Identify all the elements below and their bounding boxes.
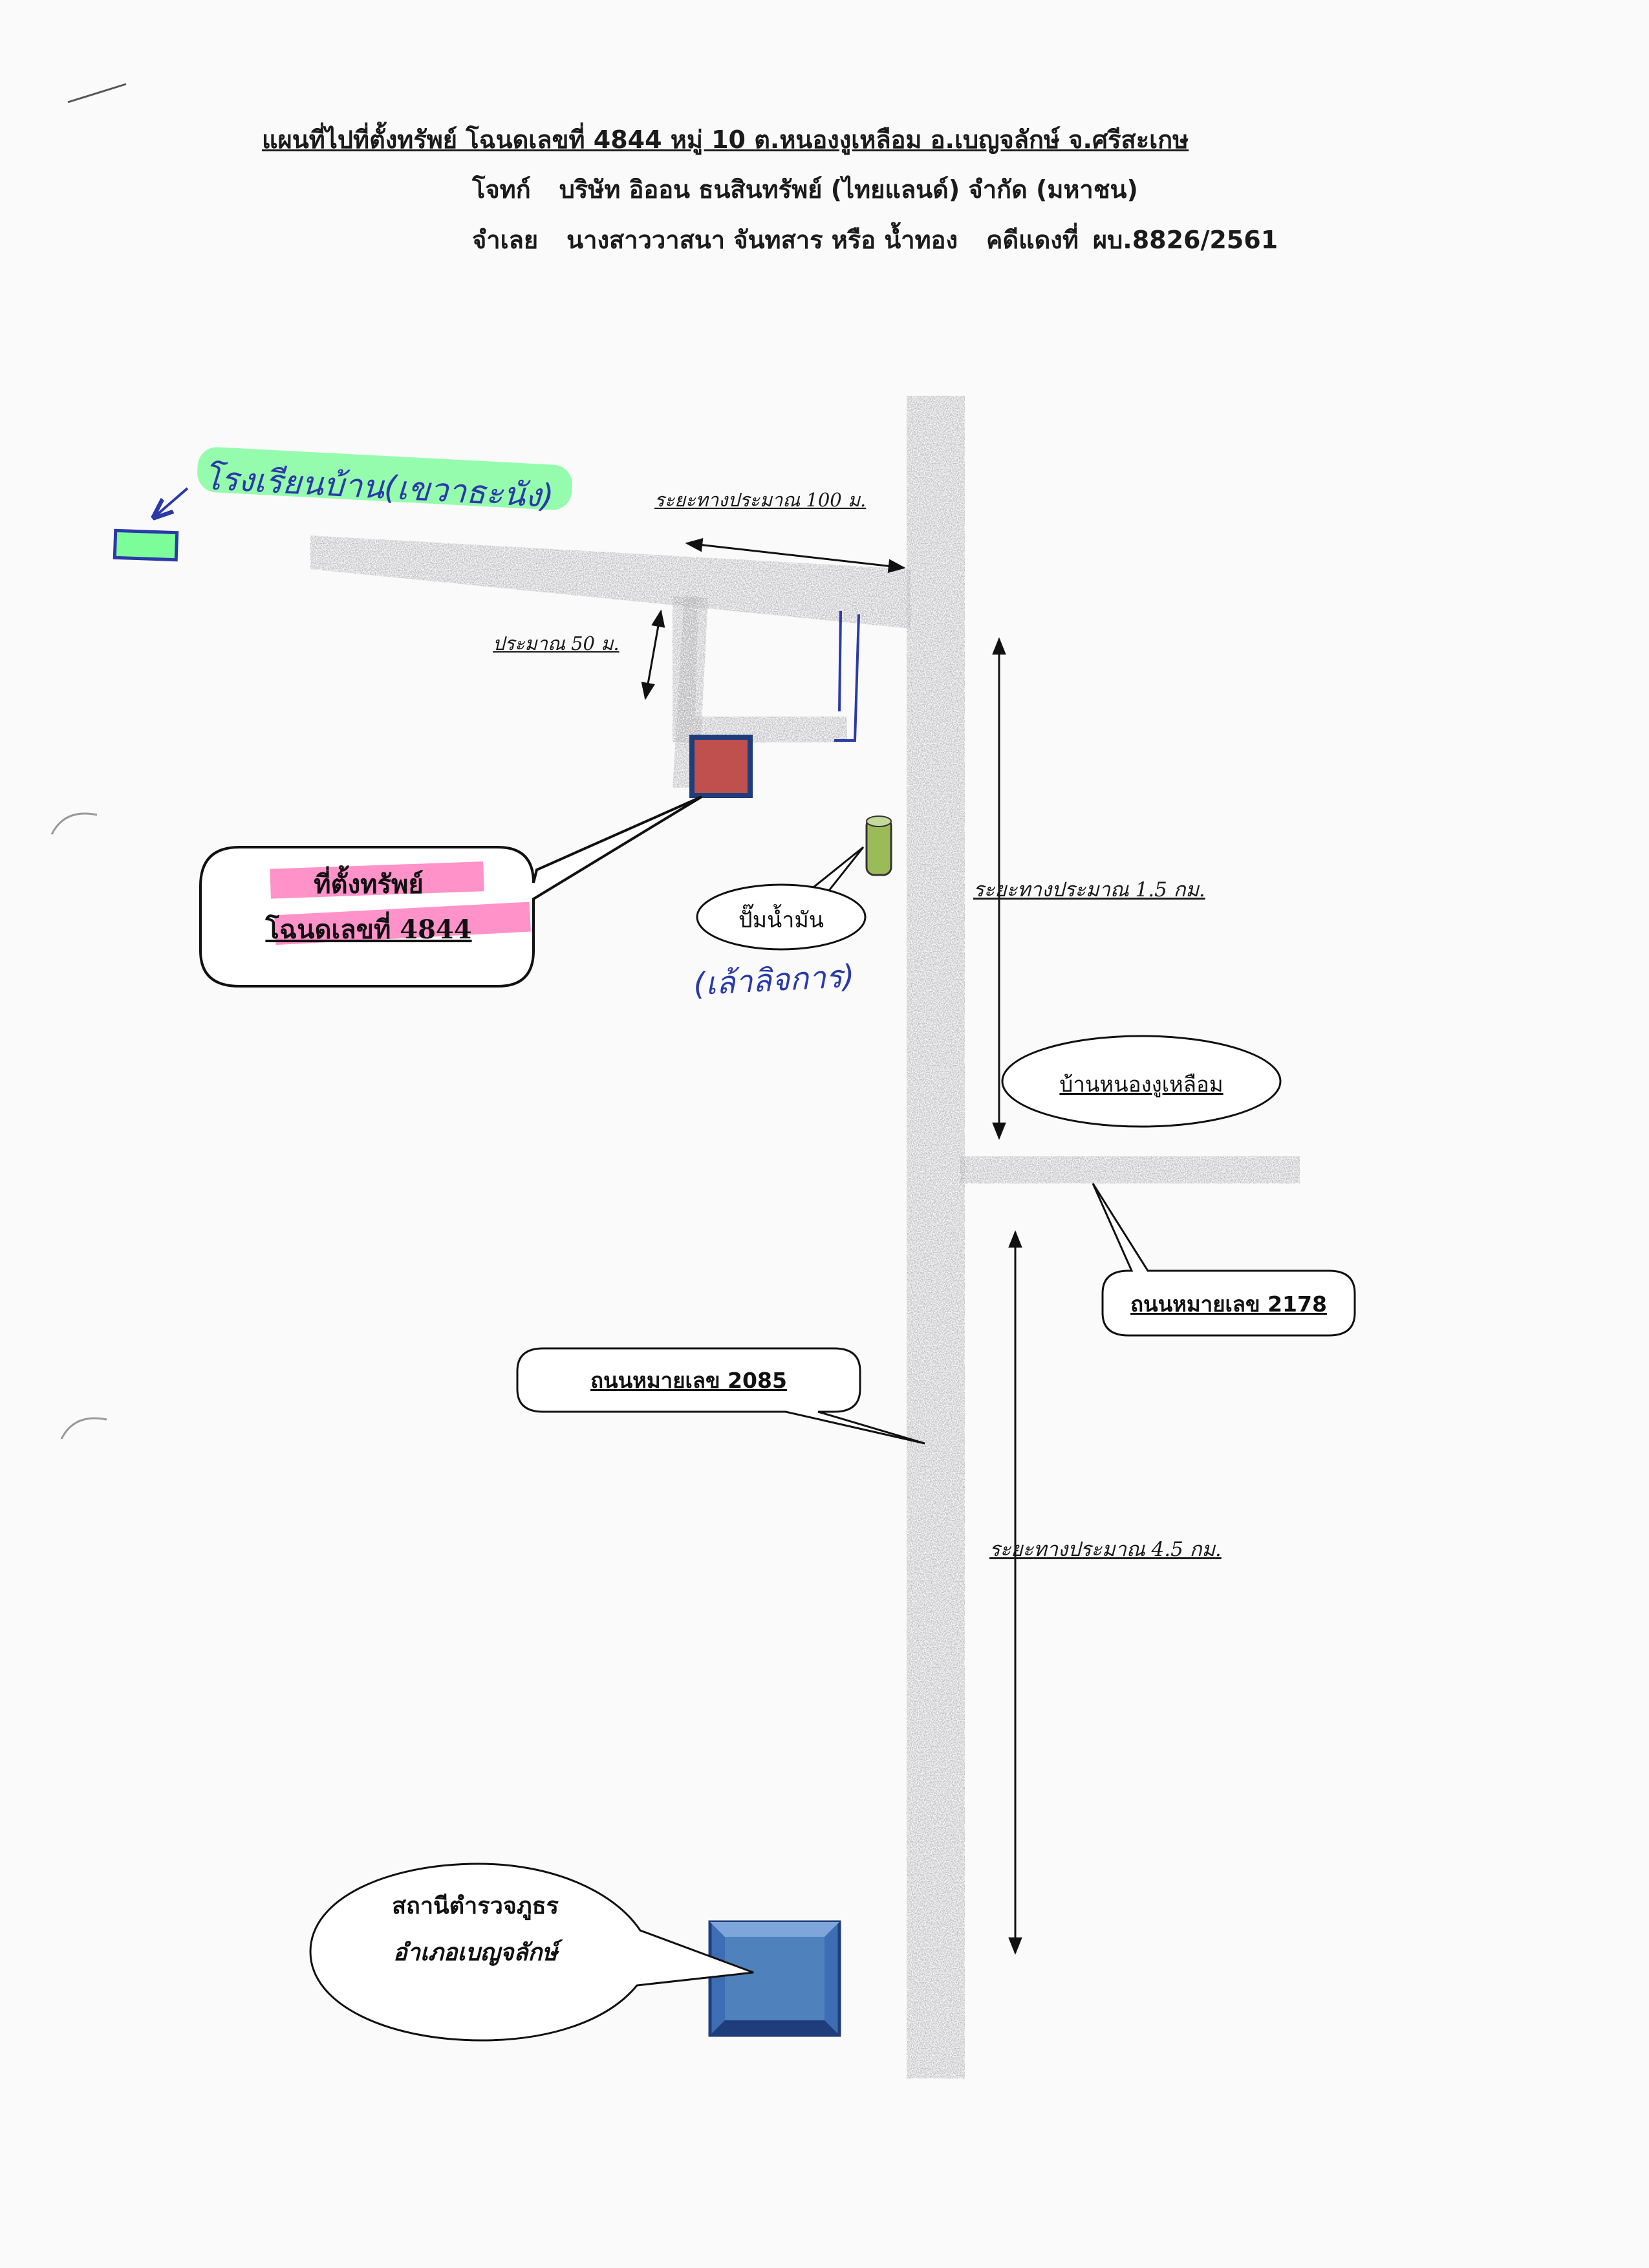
police-label-line2: อำเภอเบญจลักษ์ <box>393 1939 557 1966</box>
highlight-pink <box>270 861 484 899</box>
gas-station-callout <box>696 883 867 951</box>
village-callout <box>1001 1035 1282 1128</box>
police-callout <box>309 1863 754 2042</box>
police-station-bevel <box>710 2020 839 2035</box>
plaintiff-line: โจทก์ บริษัท อิออน ธนสินทรัพย์ (ไทยแลนด์)… <box>472 169 1138 209</box>
property-marker <box>689 735 753 798</box>
roads <box>310 396 1300 2079</box>
road-2178-callout <box>1092 1183 1356 1337</box>
police-station-inner <box>725 1937 824 2020</box>
distance-label-1-5km: ระยะทางประมาณ 1.5 กม. <box>973 878 1205 902</box>
scan-mark <box>67 83 127 103</box>
road-2085-callout <box>516 1347 925 1445</box>
binder-hole-mark <box>60 1417 107 1440</box>
road-2085 <box>907 396 965 2079</box>
gas-station-marker-top <box>866 815 892 827</box>
road-2085-label: ถนนหมายเลข 2085 <box>590 1368 787 1393</box>
defendant-line: จำเลย นางสาววาสนา จันทสาร หรือ น้ำทอง คดีแ… <box>472 220 1278 259</box>
side-road <box>310 535 911 629</box>
distance-arrow-50m <box>641 609 665 700</box>
plaintiff-name: บริษัท อิออน ธนสินทรัพย์ (ไทยแลนด์) จำกั… <box>559 175 1138 204</box>
case-number: ผบ.8826/2561 <box>1092 226 1278 254</box>
police-station-bevel <box>710 1922 839 1937</box>
highlight-green <box>197 447 572 510</box>
defendant-name: นางสาววาสนา จันทสาร หรือ น้ำทอง <box>566 226 958 254</box>
map-title: แผนที่ไปที่ตั้งทรัพย์ โฉนดเลขที่ 4844 หม… <box>262 125 1189 154</box>
gas-station-label: ปั๊มน้ำมัน <box>738 907 824 933</box>
school-pointer <box>154 487 189 517</box>
distance-arrow-100m <box>685 537 906 574</box>
property-label-line2: โฉนดเลขที่ 4844 <box>265 914 472 945</box>
property-label-line1: ที่ตั้งทรัพย์ <box>314 869 424 900</box>
village-label: บ้านหนองงูเหลือม <box>1059 1072 1223 1097</box>
defendant-label: จำเลย <box>472 226 539 254</box>
ink-line <box>834 610 860 742</box>
binder-hole-mark <box>50 812 98 835</box>
road-2178 <box>960 1156 1300 1183</box>
distance-label-4-5km: ระยะทางประมาณ 4.5 กม. <box>989 1538 1222 1561</box>
distance-label-100m: ระยะทางประมาณ 100 ม. <box>654 489 867 511</box>
plaintiff-label: โจทก์ <box>472 175 531 204</box>
gas-station-note: (เล้าลิจการ) <box>692 958 856 1003</box>
school-marker <box>113 528 179 562</box>
case-label: คดีแดงที่ <box>986 226 1079 254</box>
road-2178-label: ถนนหมายเลข 2178 <box>1130 1291 1327 1317</box>
distance-label-50m: ประมาณ 50 ม. <box>493 632 620 654</box>
highlight-pink <box>274 902 531 945</box>
police-label-line1: สถานีตำรวจภูธร <box>392 1892 559 1919</box>
